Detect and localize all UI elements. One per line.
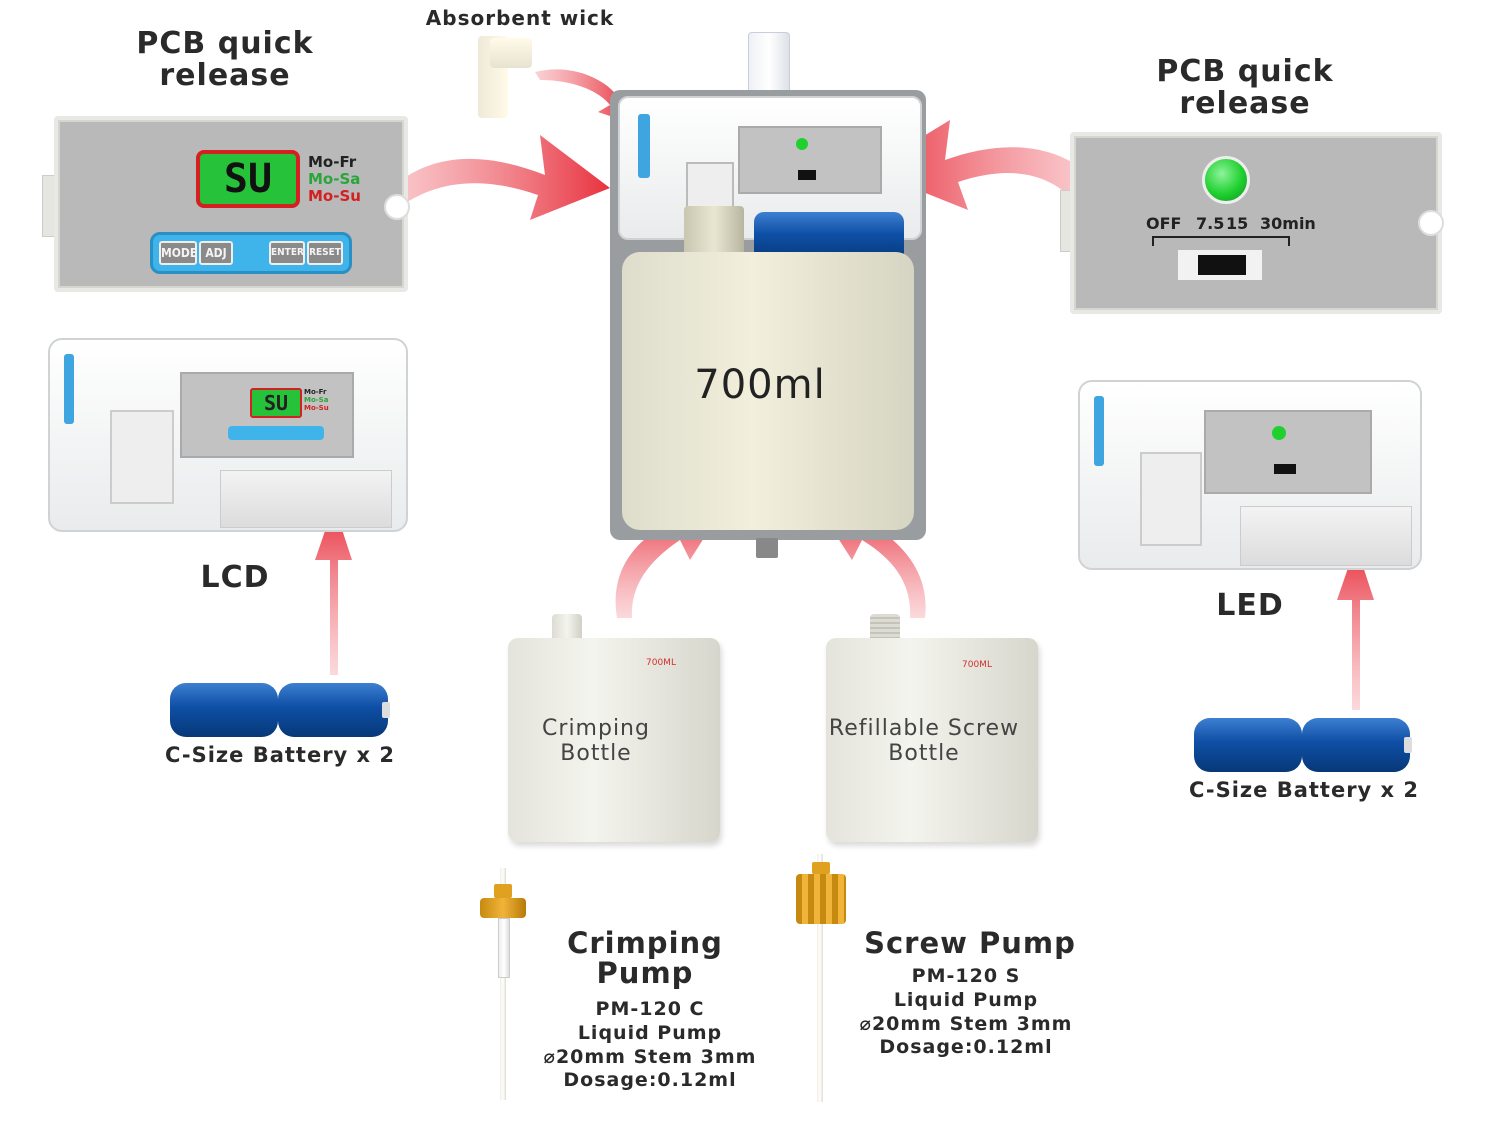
screw-pump-type: Liquid Pump	[893, 988, 1039, 1011]
panel-hole	[384, 194, 410, 220]
screw-pump-specs: PM-120 S Liquid Pump ⌀20mm Stem 3mm Dosa…	[836, 965, 1096, 1060]
wick-label: Absorbent wick	[425, 6, 615, 30]
screw-bottle: 700ML Refillable Screw Bottle	[826, 638, 1038, 842]
switch-bracket	[1152, 236, 1290, 246]
pcb-left-title: PCB quick release	[136, 26, 314, 93]
screw-pump-title: Screw Pump	[864, 926, 1076, 960]
led-switch-slider[interactable]	[1198, 255, 1246, 275]
capacity-label: 700ml	[694, 362, 826, 408]
device-wick-holder	[110, 410, 174, 504]
battery-right-2	[1302, 718, 1410, 772]
adj-button[interactable]: ADJ	[199, 241, 233, 265]
center-blue-strip	[638, 114, 650, 178]
center-bottle	[622, 252, 914, 530]
reset-button[interactable]: RESET	[307, 241, 343, 265]
screw-pump-model: PM-120 S	[911, 965, 1021, 987]
crimp-bottle-label: Crimping Bottle	[542, 716, 650, 767]
center-bottle-neck	[684, 206, 744, 260]
crimp-pump-specs: PM-120 C Liquid Pump ⌀20mm Stem 3mm Dosa…	[520, 998, 780, 1093]
crimp-pump-body	[498, 918, 510, 978]
battery-right-label: C-Size Battery x 2	[1188, 778, 1420, 802]
crimp-pump-cap-icon	[480, 898, 526, 918]
crimp-pump-dosage: Dosage:0.12ml	[563, 1069, 737, 1092]
arrow-battery-right	[1337, 545, 1374, 710]
battery-left-terminal	[382, 702, 390, 718]
battery-left-2	[278, 683, 388, 737]
device-battery-bay	[220, 470, 392, 528]
crimp-pump-type: Liquid Pump	[577, 1021, 723, 1044]
center-outlet	[756, 538, 778, 558]
panel-hole-right	[1418, 210, 1444, 236]
mode-mo-su: Mo-Su	[308, 187, 361, 205]
battery-right-1	[1194, 718, 1302, 772]
led-switch-track[interactable]	[1178, 250, 1262, 280]
mode-mo-sa: Mo-Sa	[308, 170, 361, 188]
screw-bottle-mark: 700ML	[962, 660, 992, 670]
enter-button[interactable]: ENTER	[269, 241, 305, 265]
lcd-mode-list: Mo-Fr Mo-Sa Mo-Su	[308, 154, 361, 205]
screw-pump-tube	[817, 854, 823, 1102]
led-device-wick-holder	[1140, 452, 1202, 546]
crimp-pump-size: ⌀20mm Stem 3mm	[543, 1045, 757, 1068]
led-device-led	[1272, 426, 1286, 440]
arrow-battery-left	[315, 505, 352, 675]
screw-pump-collar	[812, 862, 830, 874]
lcd-label: LCD	[200, 560, 270, 595]
setting-7-5: 7.5	[1196, 214, 1225, 233]
setting-15: 15	[1226, 214, 1249, 233]
crimping-bottle: 700ML Crimping Bottle	[508, 638, 720, 842]
led-device-blue-strip	[1094, 396, 1104, 466]
setting-off: OFF	[1146, 214, 1182, 233]
arrow-right-pcb	[868, 120, 1100, 210]
mode-button[interactable]: MODE	[159, 241, 197, 265]
pcb-right-title: PCB quick release	[1156, 54, 1334, 121]
screw-bottle-label: Refillable Screw Bottle	[828, 716, 1020, 767]
lcd-device-buttons	[228, 426, 324, 440]
setting-30min: 30min	[1260, 214, 1316, 233]
led-device	[1078, 380, 1422, 570]
battery-left-1	[170, 683, 278, 737]
center-led-icon	[796, 138, 808, 150]
led-device-switch	[1274, 464, 1296, 474]
crimp-pump-title: Crimping Pump	[567, 926, 723, 991]
led-label: LED	[1216, 588, 1284, 623]
crimp-bottle-mark: 700ML	[646, 658, 676, 668]
screw-pump-cap-icon	[796, 874, 846, 924]
lcd-button-strip: MODE ADJ ENTER RESET	[150, 232, 352, 274]
arrow-left-pcb	[375, 135, 610, 220]
screw-pump-dosage: Dosage:0.12ml	[879, 1036, 1053, 1059]
crimp-pump-tube	[500, 868, 506, 1100]
screw-pump-size: ⌀20mm Stem 3mm	[859, 1012, 1073, 1035]
lcd-pcb-panel: SU Mo-Fr Mo-Sa Mo-Su MODE ADJ ENTER RESE…	[54, 116, 410, 292]
lcd-device-display: SU	[250, 388, 302, 418]
device-blue-strip	[64, 354, 74, 424]
mode-mo-fr: Mo-Fr	[308, 153, 357, 171]
arrow-wick	[535, 69, 632, 122]
center-led-panel	[738, 126, 882, 194]
led-indicator-icon	[1202, 156, 1250, 204]
crimp-pump-model: PM-120 C	[595, 998, 705, 1020]
battery-right-terminal	[1404, 737, 1412, 753]
crimp-pump-collar	[494, 884, 512, 898]
led-device-panel	[1204, 410, 1372, 494]
wick-icon-top	[490, 38, 532, 68]
lcd-display: SU	[196, 150, 300, 208]
center-led-switch	[798, 170, 816, 180]
battery-left-label: C-Size Battery x 2	[164, 743, 396, 767]
led-pcb-panel: OFF 7.5 15 30min	[1070, 132, 1444, 314]
led-device-battery-bay	[1240, 506, 1412, 566]
